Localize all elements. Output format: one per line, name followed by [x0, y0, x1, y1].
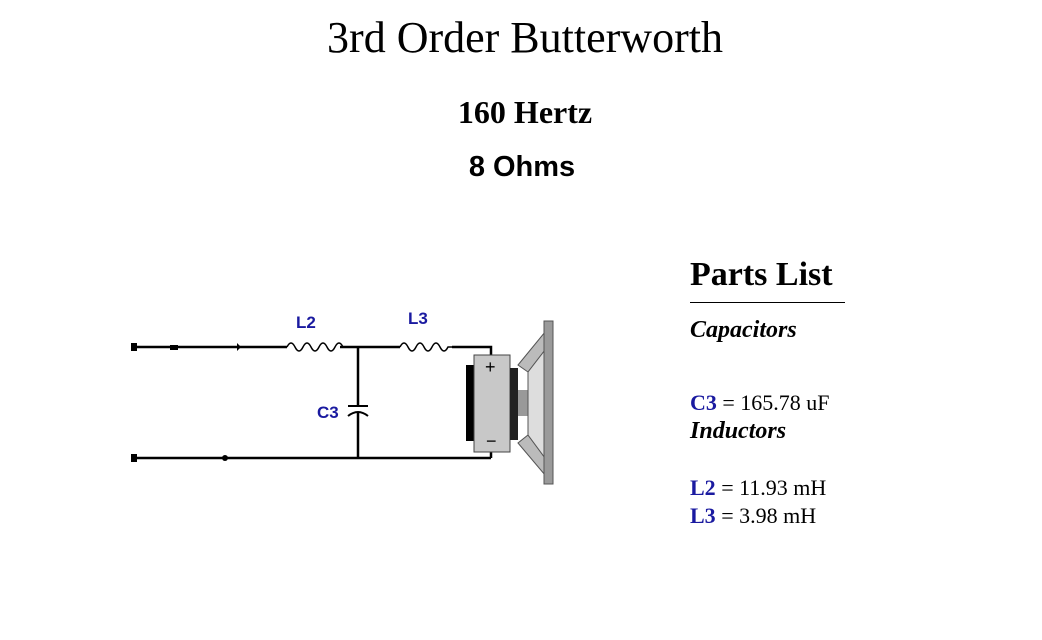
l3-label: L3 [408, 309, 428, 328]
capacitors-heading: Capacitors [690, 317, 797, 343]
parts-list-heading: Parts List [690, 256, 845, 303]
page-title: 3rd Order Butterworth [327, 13, 723, 62]
impedance-heading: 8 Ohms [468, 151, 576, 183]
inductors-heading: Inductors [690, 418, 787, 444]
inductor-l2: L2 = 11.93 mH [690, 475, 827, 500]
frequency-heading: 160 Hertz [457, 94, 593, 130]
capacitor-c3: C3 = 165.78 uF [690, 390, 830, 415]
parts-list: Parts List Capacitors C3 = 165.78 uF Ind… [690, 256, 845, 529]
minus-terminal: − [486, 431, 497, 451]
inductor-l3: L3 = 3.98 mH [690, 503, 817, 528]
inductor-l2-coil [286, 342, 348, 352]
plus-terminal: + [485, 357, 496, 377]
l2-label: L2 [296, 313, 316, 332]
c3-label: C3 [317, 403, 339, 422]
inductor-l3-coil [399, 342, 452, 352]
speaker-icon [466, 320, 554, 485]
